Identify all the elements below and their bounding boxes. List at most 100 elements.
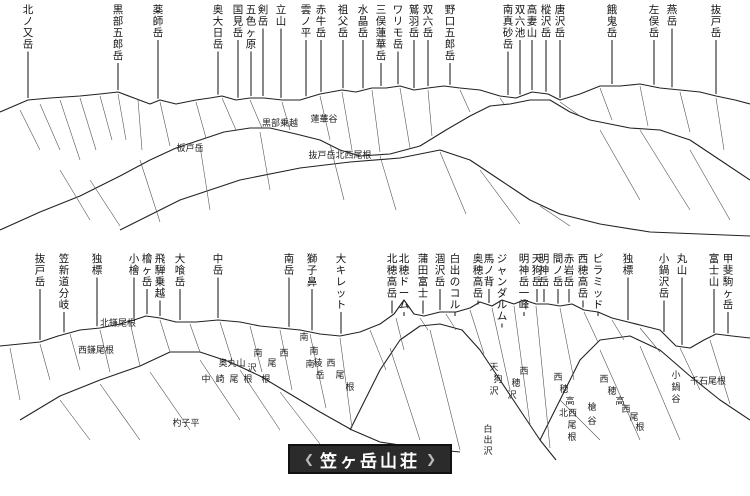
feature-label: 根 xyxy=(567,431,576,443)
peak-label: 野口五郎岳 xyxy=(445,4,456,62)
peak-label: 中岳 xyxy=(213,252,224,277)
feature-label: 鍋 xyxy=(671,381,680,393)
feature-label: 根 xyxy=(345,381,354,393)
feature-label: 尾 xyxy=(629,412,638,423)
feature-label: 黒部乗越 xyxy=(262,117,298,129)
peak-label: 赤岩岳 xyxy=(564,253,575,288)
feature-label: 板戸岳 xyxy=(176,142,203,154)
peak-label: 雲ノ平 xyxy=(301,4,312,39)
feature-label: 高 xyxy=(615,395,624,407)
feature-label: 沢 xyxy=(507,389,516,401)
feature-label: 沢 xyxy=(483,445,492,457)
peak-label: 大喰岳 xyxy=(175,252,186,288)
peak-label: 西穂高岳 xyxy=(578,253,589,300)
peak-label: 唐沢岳 xyxy=(555,3,566,39)
top-front-slope xyxy=(119,149,750,237)
right-chevron-icon: ❯ xyxy=(426,452,437,466)
peak-label: ワリモ岳 xyxy=(393,4,404,51)
peak-label: 丸山 xyxy=(677,252,688,277)
feature-label: 穂 xyxy=(511,377,520,389)
peak-label: 燕岳 xyxy=(667,4,678,28)
peak-label: 奥大日岳 xyxy=(213,3,224,51)
feature-label: 抜戸岳北西尾根 xyxy=(308,149,371,161)
feature-label: 穂 xyxy=(559,383,568,395)
peak-label: 三俣蓮華岳 xyxy=(376,4,387,62)
feature-label: 谷 xyxy=(671,394,680,405)
peak-label: 双六池 xyxy=(515,4,526,39)
top-foreground-ridge xyxy=(0,99,750,231)
peak-label: 甲斐駒ヶ岳 xyxy=(723,253,734,311)
peak-label: 笠新道分岐 xyxy=(59,252,70,311)
peak-label: 小鍋沢岳 xyxy=(659,253,670,300)
peak-label: 蒲田富士 xyxy=(418,252,429,300)
feature-label: 岳 xyxy=(315,369,324,381)
peak-label: 赤牛岳 xyxy=(316,4,327,39)
peak-label: 水晶岳 xyxy=(358,4,369,39)
feature-label: 根 xyxy=(261,373,270,385)
feature-label: 根 xyxy=(635,421,644,433)
peak-label: 祖父岳 xyxy=(338,3,349,39)
peak-label: 鷲羽岳 xyxy=(409,3,420,39)
peak-label: 天狗岳 xyxy=(532,253,543,288)
peak-label: 独標 xyxy=(92,252,103,277)
feature-label: 谷 xyxy=(587,416,596,427)
feature-label: 高 xyxy=(565,395,574,407)
bottom-leader-lines xyxy=(39,277,729,345)
feature-label: 根 xyxy=(243,373,252,385)
top-hatching xyxy=(19,85,731,227)
feature-label: 出 xyxy=(483,434,492,446)
feature-label: 中 xyxy=(201,373,210,385)
feature-label: 北西 xyxy=(559,408,577,419)
peak-label: 餓鬼岳 xyxy=(607,3,618,39)
peak-label: 大キレット xyxy=(336,252,347,311)
feature-label: 西 xyxy=(621,404,630,415)
peak-label: 高妻山 xyxy=(527,3,538,39)
title-plate: ❮ 笠ヶ岳山荘 ❯ xyxy=(288,444,452,474)
feature-label: 狗 xyxy=(493,373,502,385)
feature-label: 奥丸山 xyxy=(218,357,245,369)
feature-label: 南 xyxy=(305,358,314,370)
top-skyline-ridge xyxy=(0,83,750,113)
feature-label: 南 xyxy=(253,347,262,359)
peak-label: 抜戸岳 xyxy=(711,3,722,39)
feature-label: 天 xyxy=(489,363,498,373)
peak-label: ジャンダルム xyxy=(497,253,508,323)
feature-label: 蓮華谷 xyxy=(310,113,337,125)
peak-label: 飛騨乗越 xyxy=(155,253,166,300)
peak-label: 抜戸岳 xyxy=(35,252,46,288)
peak-label: 涸沢岳 xyxy=(435,252,446,288)
feature-label: 西 xyxy=(519,366,528,377)
bottom-hatching xyxy=(9,305,731,451)
peak-label: 独標 xyxy=(623,252,634,277)
feature-label: 西 xyxy=(279,348,288,359)
peak-label: 小檜 xyxy=(129,253,140,277)
feature-label: 槍 xyxy=(587,401,596,413)
feature-label: 南 xyxy=(309,345,318,357)
title-text: 笠ヶ岳山荘 xyxy=(320,451,420,472)
bottom-front-ridge-a xyxy=(19,351,461,453)
peak-label: 北ノ又岳 xyxy=(23,4,34,51)
peak-label: 立山 xyxy=(276,3,287,28)
feature-label: 西 xyxy=(553,372,562,383)
bottom-feature-labels: 北鎌尾根西鎌尾根奥丸山南沢尾根中崎尾根西南南稜南岳西尾根杓子平天狗沢西穂沢白出沢… xyxy=(78,317,726,457)
feature-label: 稜 xyxy=(313,358,322,369)
feature-label: 西鎌尾根 xyxy=(78,344,114,356)
peak-label: 黒部五郎岳 xyxy=(113,4,124,62)
feature-label: 西 xyxy=(326,358,335,369)
feature-label: 穂 xyxy=(607,385,616,397)
feature-label: 白 xyxy=(483,423,492,435)
feature-label: 尾 xyxy=(229,374,238,385)
feature-label: 沢 xyxy=(247,362,256,374)
peak-label: 馬ノ背 xyxy=(484,253,495,288)
peak-label: 明神岳一峰 xyxy=(519,253,530,311)
peak-label: 檜ヶ岳 xyxy=(142,252,153,288)
peak-label: 北穂高岳 xyxy=(387,253,398,300)
peak-label: ピラミッド xyxy=(593,253,604,311)
peak-label: 左俣岳 xyxy=(649,3,660,39)
peak-label: 樅沢岳 xyxy=(541,3,552,39)
feature-label: 小 xyxy=(671,370,680,381)
left-chevron-icon: ❮ xyxy=(303,452,314,466)
peak-label: 富士山 xyxy=(709,252,720,288)
feature-label: 南 xyxy=(299,331,308,343)
feature-label: 尾 xyxy=(267,358,276,369)
